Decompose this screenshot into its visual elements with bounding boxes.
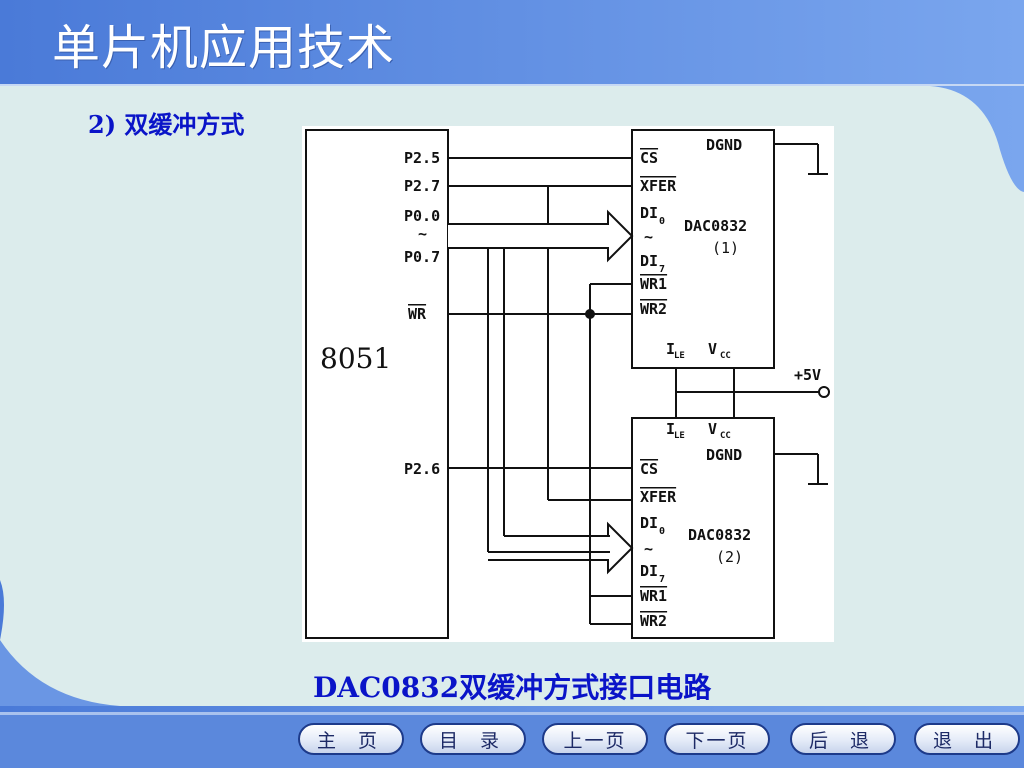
supply-label: +5V <box>794 366 821 384</box>
dac2-di0: DI <box>640 514 658 532</box>
pin-p25: P2.5 <box>404 149 440 167</box>
pin-p07: P0.7 <box>404 248 440 266</box>
nav-back-label: 后 退 <box>808 729 878 752</box>
wr-junction-dot <box>585 309 595 319</box>
data-bus-arrow-dac1 <box>448 209 634 263</box>
dac2-name: DAC0832 <box>688 526 751 544</box>
dac1-vcc: V <box>708 340 717 358</box>
vcc-terminal <box>818 386 830 398</box>
diagram-caption: DAC0832双缓冲方式接口电路 <box>313 671 712 704</box>
dac1-di0-sub: 0 <box>659 216 665 227</box>
dac1-di0: DI <box>640 204 658 222</box>
dac2-di7-sub: 7 <box>659 574 665 585</box>
dac2-di0-sub: 0 <box>659 526 665 537</box>
nav-prev-label: 上一页 <box>563 729 627 752</box>
nav-home-label: 主 页 <box>316 729 386 752</box>
nav-back-button[interactable]: 后 退 <box>790 723 896 755</box>
dac2-dgnd: DGND <box>706 446 742 464</box>
dac1-ile-sub: LE <box>674 351 685 361</box>
dac2-xfer: XFER <box>640 488 677 506</box>
mcu-8051-box <box>305 129 449 639</box>
slide-subtitle: 2) 双缓冲方式 <box>88 110 245 139</box>
dac1-di7-sub: 7 <box>659 264 665 275</box>
dac1-ile: I <box>666 340 675 358</box>
slide-title: 单片机应用技术 <box>52 20 396 76</box>
dac1-cs: CS <box>640 149 658 167</box>
dac2-di7: DI <box>640 562 658 580</box>
dac2-tilde: ~ <box>644 540 653 558</box>
nav-exit-label: 退 出 <box>932 729 1002 752</box>
dac2-ile: I <box>666 420 675 438</box>
dac1-name: DAC0832 <box>684 217 747 235</box>
nav-prev-button[interactable]: 上一页 <box>542 723 648 755</box>
pin-p27: P2.7 <box>404 177 440 195</box>
dac1-index: (1) <box>712 239 739 257</box>
mcu-label: 8051 <box>320 342 391 375</box>
dac1-wr1: WR1 <box>640 275 667 293</box>
pin-p26: P2.6 <box>404 460 440 478</box>
nav-home-button[interactable]: 主 页 <box>298 723 404 755</box>
nav-toc-button[interactable]: 目 录 <box>420 723 526 755</box>
nav-next-button[interactable]: 下一页 <box>664 723 770 755</box>
dac2-wr1: WR1 <box>640 587 667 605</box>
dac1-box <box>631 129 775 369</box>
dac2-vcc: V <box>708 420 717 438</box>
nav-exit-button[interactable]: 退 出 <box>914 723 1020 755</box>
dac0832-circuit-diagram: P2.5 P2.7 P0.0 ~ P0.7 WR P2.6 8051 DGND … <box>302 126 834 642</box>
dac2-wr2: WR2 <box>640 612 667 630</box>
dac1-tilde: ~ <box>644 228 653 246</box>
nav-toc-label: 目 录 <box>438 729 508 752</box>
pin-p00: P0.0 <box>404 207 440 225</box>
dac1-dgnd: DGND <box>706 136 742 154</box>
dac2-box <box>631 417 775 639</box>
dac1-vcc-sub: CC <box>720 351 731 361</box>
pin-tilde: ~ <box>418 225 427 243</box>
dac2-cs: CS <box>640 460 658 478</box>
dac1-xfer: XFER <box>640 177 677 195</box>
dac2-ile-sub: LE <box>674 431 685 441</box>
data-bus-arrow-dac2 <box>488 521 634 575</box>
pin-wr: WR <box>408 305 427 323</box>
dac1-wr2: WR2 <box>640 300 667 318</box>
dac1-di7: DI <box>640 252 658 270</box>
dac2-index: (2) <box>716 548 743 566</box>
nav-next-label: 下一页 <box>685 729 749 752</box>
dac2-vcc-sub: CC <box>720 431 731 441</box>
